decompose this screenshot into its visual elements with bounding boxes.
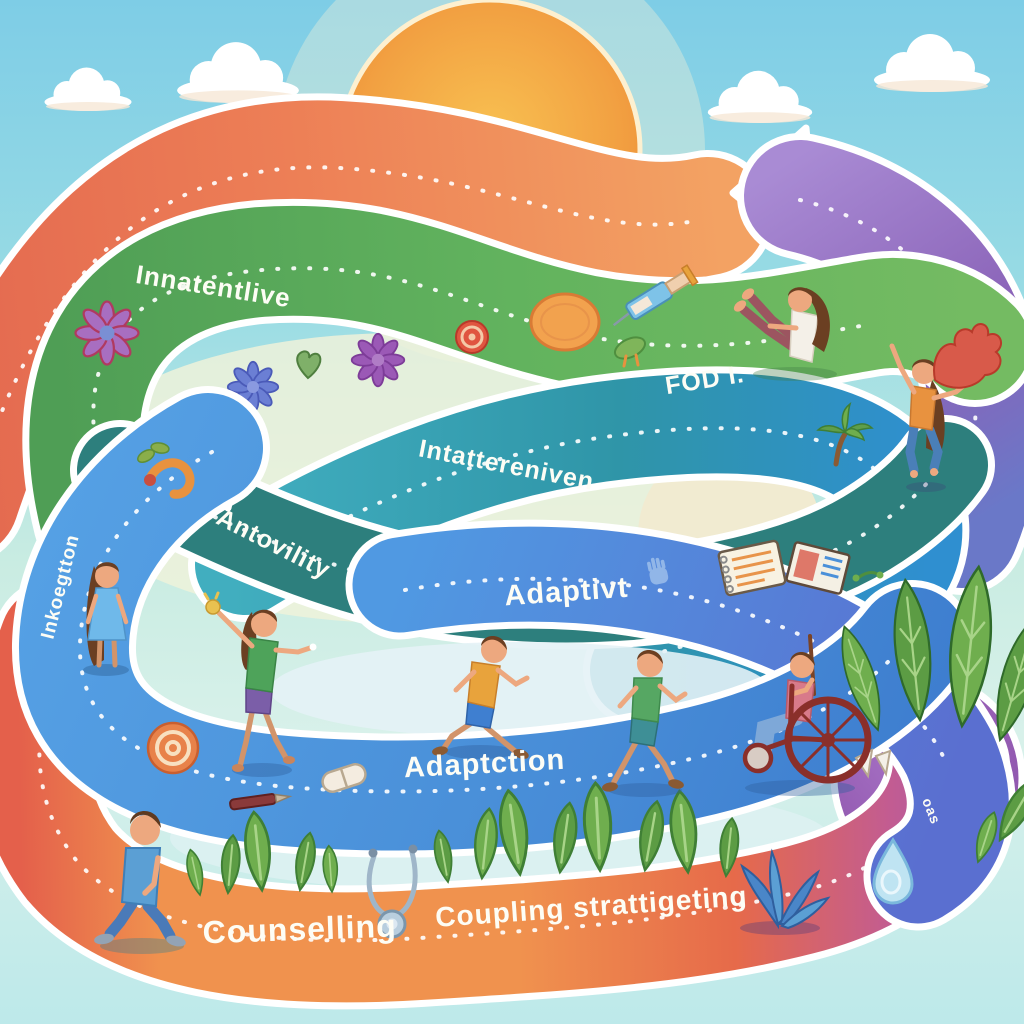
road-green (22, 198, 1024, 582)
character-running-boy (432, 635, 530, 759)
candy-swirl-icon (455, 320, 489, 354)
character-wheelchair-man (742, 634, 872, 796)
hand-print-icon (647, 557, 669, 585)
character-standing-girl (83, 562, 129, 676)
lollipop-icon (146, 721, 200, 775)
pen-icon (229, 793, 293, 811)
road-orange-top (0, 93, 774, 552)
stethoscope-icon (366, 844, 418, 939)
character-jumping-girl (889, 343, 971, 492)
orange-disc-icon (529, 292, 601, 352)
notebook-icon (785, 541, 851, 595)
flower-icon (74, 300, 140, 366)
yellow-item-icon (203, 591, 221, 615)
coral-hand-icon (933, 323, 1003, 389)
blue-plant-icon (740, 848, 831, 935)
character-dancing-girl (203, 591, 317, 777)
palm-tree-icon (816, 402, 874, 467)
label-counselling: Counselling (202, 908, 397, 951)
notepad-icon (717, 539, 787, 597)
syringe-icon (612, 264, 699, 327)
character-walking-boy-blue (94, 810, 186, 954)
character-walking-boy-green (602, 649, 688, 797)
flower-icon (350, 332, 406, 388)
heart-leaf-icon (296, 350, 322, 380)
bird-leaf-icon (614, 336, 646, 368)
sprout-squiggle-icon (137, 442, 195, 499)
water-drop-icon (872, 837, 914, 905)
sprout-icon (852, 571, 884, 582)
wheelchair-icon (742, 683, 872, 784)
character-yoga-woman (733, 287, 837, 381)
